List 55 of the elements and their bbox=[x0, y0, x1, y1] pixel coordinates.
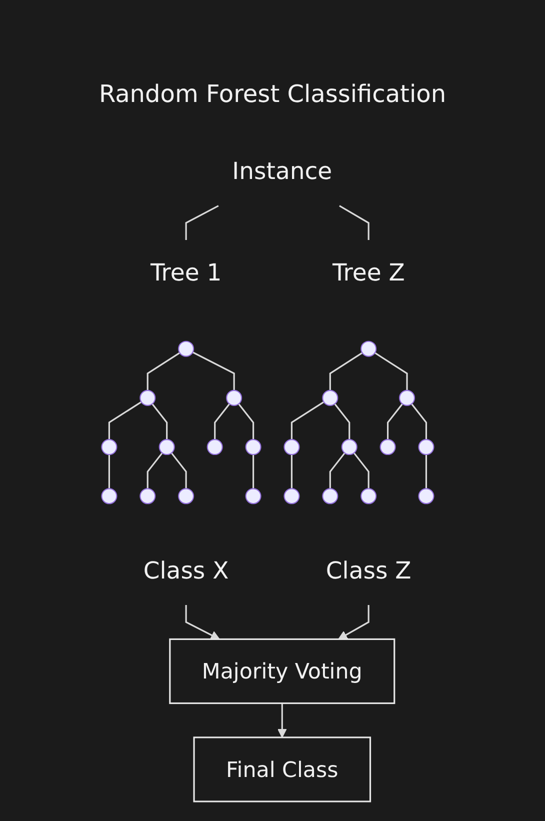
node-circle bbox=[341, 439, 358, 456]
connector bbox=[329, 452, 346, 489]
connector bbox=[146, 452, 163, 489]
connector bbox=[329, 352, 363, 390]
connector bbox=[334, 403, 350, 440]
arrow bbox=[277, 703, 287, 738]
node-circle bbox=[380, 439, 396, 456]
node-circle bbox=[178, 340, 194, 357]
node-circle bbox=[360, 340, 377, 357]
connector bbox=[425, 454, 428, 489]
node-text: Class Z bbox=[326, 558, 412, 585]
connector bbox=[170, 452, 187, 489]
connector bbox=[185, 205, 219, 240]
connector bbox=[214, 403, 230, 440]
arrow bbox=[185, 605, 220, 640]
node-circle bbox=[245, 439, 262, 456]
node-circle bbox=[245, 488, 262, 504]
node-circle bbox=[322, 390, 338, 406]
node-box: Majority Voting bbox=[169, 638, 396, 704]
node-circle bbox=[101, 439, 118, 456]
connector bbox=[387, 403, 404, 440]
node-circle bbox=[206, 439, 223, 456]
node-circle bbox=[284, 439, 300, 456]
connector bbox=[238, 403, 254, 440]
node-circle bbox=[418, 439, 434, 456]
connector bbox=[410, 403, 428, 440]
node-circle bbox=[101, 488, 118, 504]
node-box: Final Class bbox=[193, 736, 372, 802]
node-circle bbox=[158, 439, 175, 456]
connector bbox=[108, 401, 142, 440]
connector bbox=[192, 352, 235, 390]
node-circle bbox=[322, 488, 338, 504]
connector bbox=[146, 352, 180, 390]
node-circle bbox=[226, 390, 242, 406]
connector bbox=[290, 401, 324, 440]
node-circle bbox=[140, 488, 156, 504]
node-circle bbox=[360, 488, 377, 504]
connector bbox=[353, 452, 370, 489]
node-text: Class X bbox=[143, 558, 229, 585]
node-circle bbox=[399, 390, 416, 406]
connector bbox=[374, 352, 408, 390]
node-circle bbox=[418, 488, 434, 504]
node-circle bbox=[140, 390, 156, 406]
arrow bbox=[338, 605, 370, 640]
connector bbox=[339, 205, 370, 240]
diagram-title: Random Forest Classification bbox=[98, 80, 448, 108]
connector bbox=[252, 454, 254, 489]
connector bbox=[290, 454, 293, 489]
node-text: Instance bbox=[232, 158, 332, 186]
node-text: Tree 1 bbox=[150, 260, 222, 287]
node-circle bbox=[284, 488, 300, 504]
node-text: Tree Z bbox=[332, 260, 405, 287]
connector bbox=[108, 454, 110, 489]
node-circle bbox=[178, 488, 194, 504]
connector bbox=[152, 403, 168, 440]
